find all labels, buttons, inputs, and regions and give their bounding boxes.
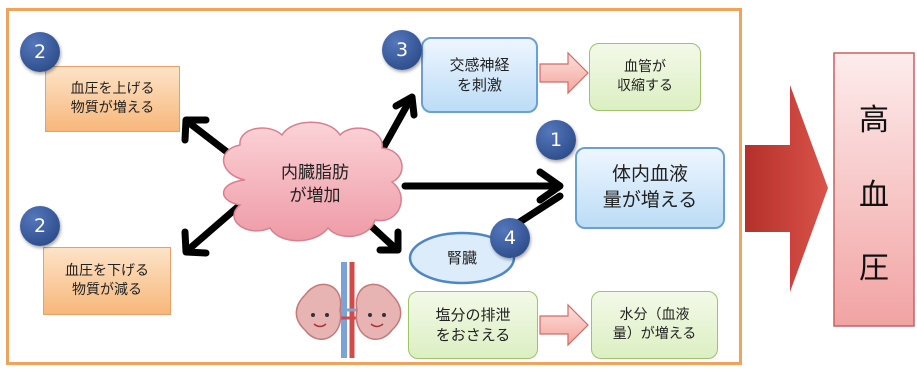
blood-volume-box: 体内血液 量が増える: [575, 147, 725, 229]
arrowhead-blood-volume: [536, 168, 564, 204]
arrowhead-raise: [181, 116, 210, 144]
kidney-illustration: [295, 262, 402, 358]
badge-raise: 2: [20, 32, 60, 72]
big-result-arrow: [745, 85, 828, 292]
arrow-to-sympathetic: [378, 96, 414, 154]
result-char-3: 圧: [859, 251, 889, 286]
arrow-to-lower: [184, 201, 244, 254]
arrow-sympathetic-to-vessel: [539, 51, 589, 95]
badge-sympathetic: 3: [382, 30, 422, 70]
badge-kidney: 4: [490, 218, 530, 258]
arrowhead-lower: [181, 228, 210, 257]
badge-lower: 2: [20, 206, 60, 246]
vessel-box: 血管が 収縮する: [589, 43, 701, 111]
salt-box: 塩分の排泄 をおさえる: [408, 291, 538, 359]
arrow-kidney-to-blood: [511, 192, 564, 229]
result-char-2: 血: [859, 178, 889, 213]
arrow-salt-to-water: [539, 303, 589, 347]
raise-pressure-box: 血圧を上げる 物質が増える: [45, 66, 180, 132]
badge-blood-volume: 1: [536, 120, 576, 160]
arrow-to-kidney: [366, 221, 399, 252]
arrowhead-kidney: [376, 228, 402, 254]
result-char-1: 高: [859, 103, 889, 138]
kidney-ellipse: [408, 231, 516, 285]
water-box: 水分（血液 量）が増える: [591, 291, 718, 359]
lower-pressure-box: 血圧を下げる 物質が減る: [43, 247, 171, 315]
sympathetic-box: 交感神経 を刺激: [421, 37, 538, 113]
arrowhead-sympathetic: [392, 93, 418, 119]
visceral-fat-label: 内臓脂肪 が増加: [281, 163, 349, 206]
result-box: [833, 52, 915, 327]
kidney-label: 腎臓: [446, 248, 477, 267]
visceral-fat-cloud: [222, 121, 403, 242]
